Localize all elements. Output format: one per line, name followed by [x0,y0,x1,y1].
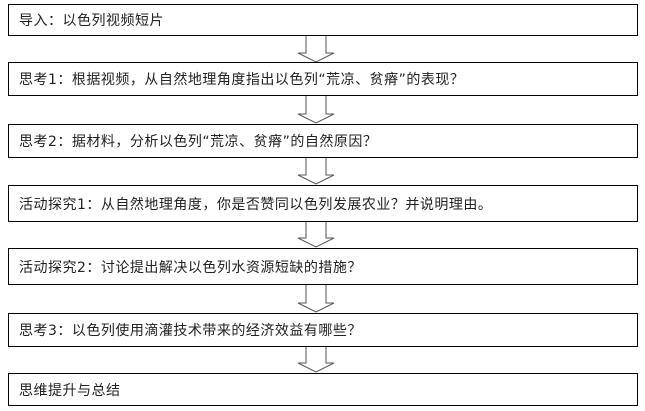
step-label: 思考2：据材料，分析以色列“荒凉、贫瘠”的自然原因？ [19,134,378,150]
down-arrow-icon [296,36,336,63]
step-label: 思考1：根据视频，从自然地理角度指出以色列“荒凉、贫瘠”的表现？ [19,72,465,88]
step-label: 导入：以色列视频短片 [19,13,164,29]
step-intro: 导入：以色列视频短片 [8,4,638,36]
step-activity-1: 活动探究1：从自然地理角度，你是否赞同以色列发展农业？并说明理由。 [8,185,638,222]
step-think-3: 思考3：以色列使用滴灌技术带来的经济效益有哪些？ [8,313,638,347]
step-label: 活动探究1：从自然地理角度，你是否赞同以色列发展农业？并说明理由。 [19,196,493,213]
step-activity-2: 活动探究2：讨论提出解决以色列水资源短缺的措施？ [8,248,638,285]
step-think-1: 思考1：根据视频，从自然地理角度指出以色列“荒凉、贫瘠”的表现？ [8,62,638,96]
down-arrow-icon [296,96,336,124]
down-arrow-icon [296,222,336,248]
down-arrow-icon [296,347,336,373]
step-label: 活动探究2：讨论提出解决以色列水资源短缺的措施？ [19,259,362,276]
step-think-2: 思考2：据材料，分析以色列“荒凉、贫瘠”的自然原因？ [8,124,638,158]
step-summary: 思维提升与总结 [8,373,638,406]
step-label: 思考3：以色列使用滴灌技术带来的经济效益有哪些？ [19,323,362,339]
down-arrow-icon [296,285,336,313]
down-arrow-icon [296,158,336,185]
step-label: 思维提升与总结 [19,382,121,399]
